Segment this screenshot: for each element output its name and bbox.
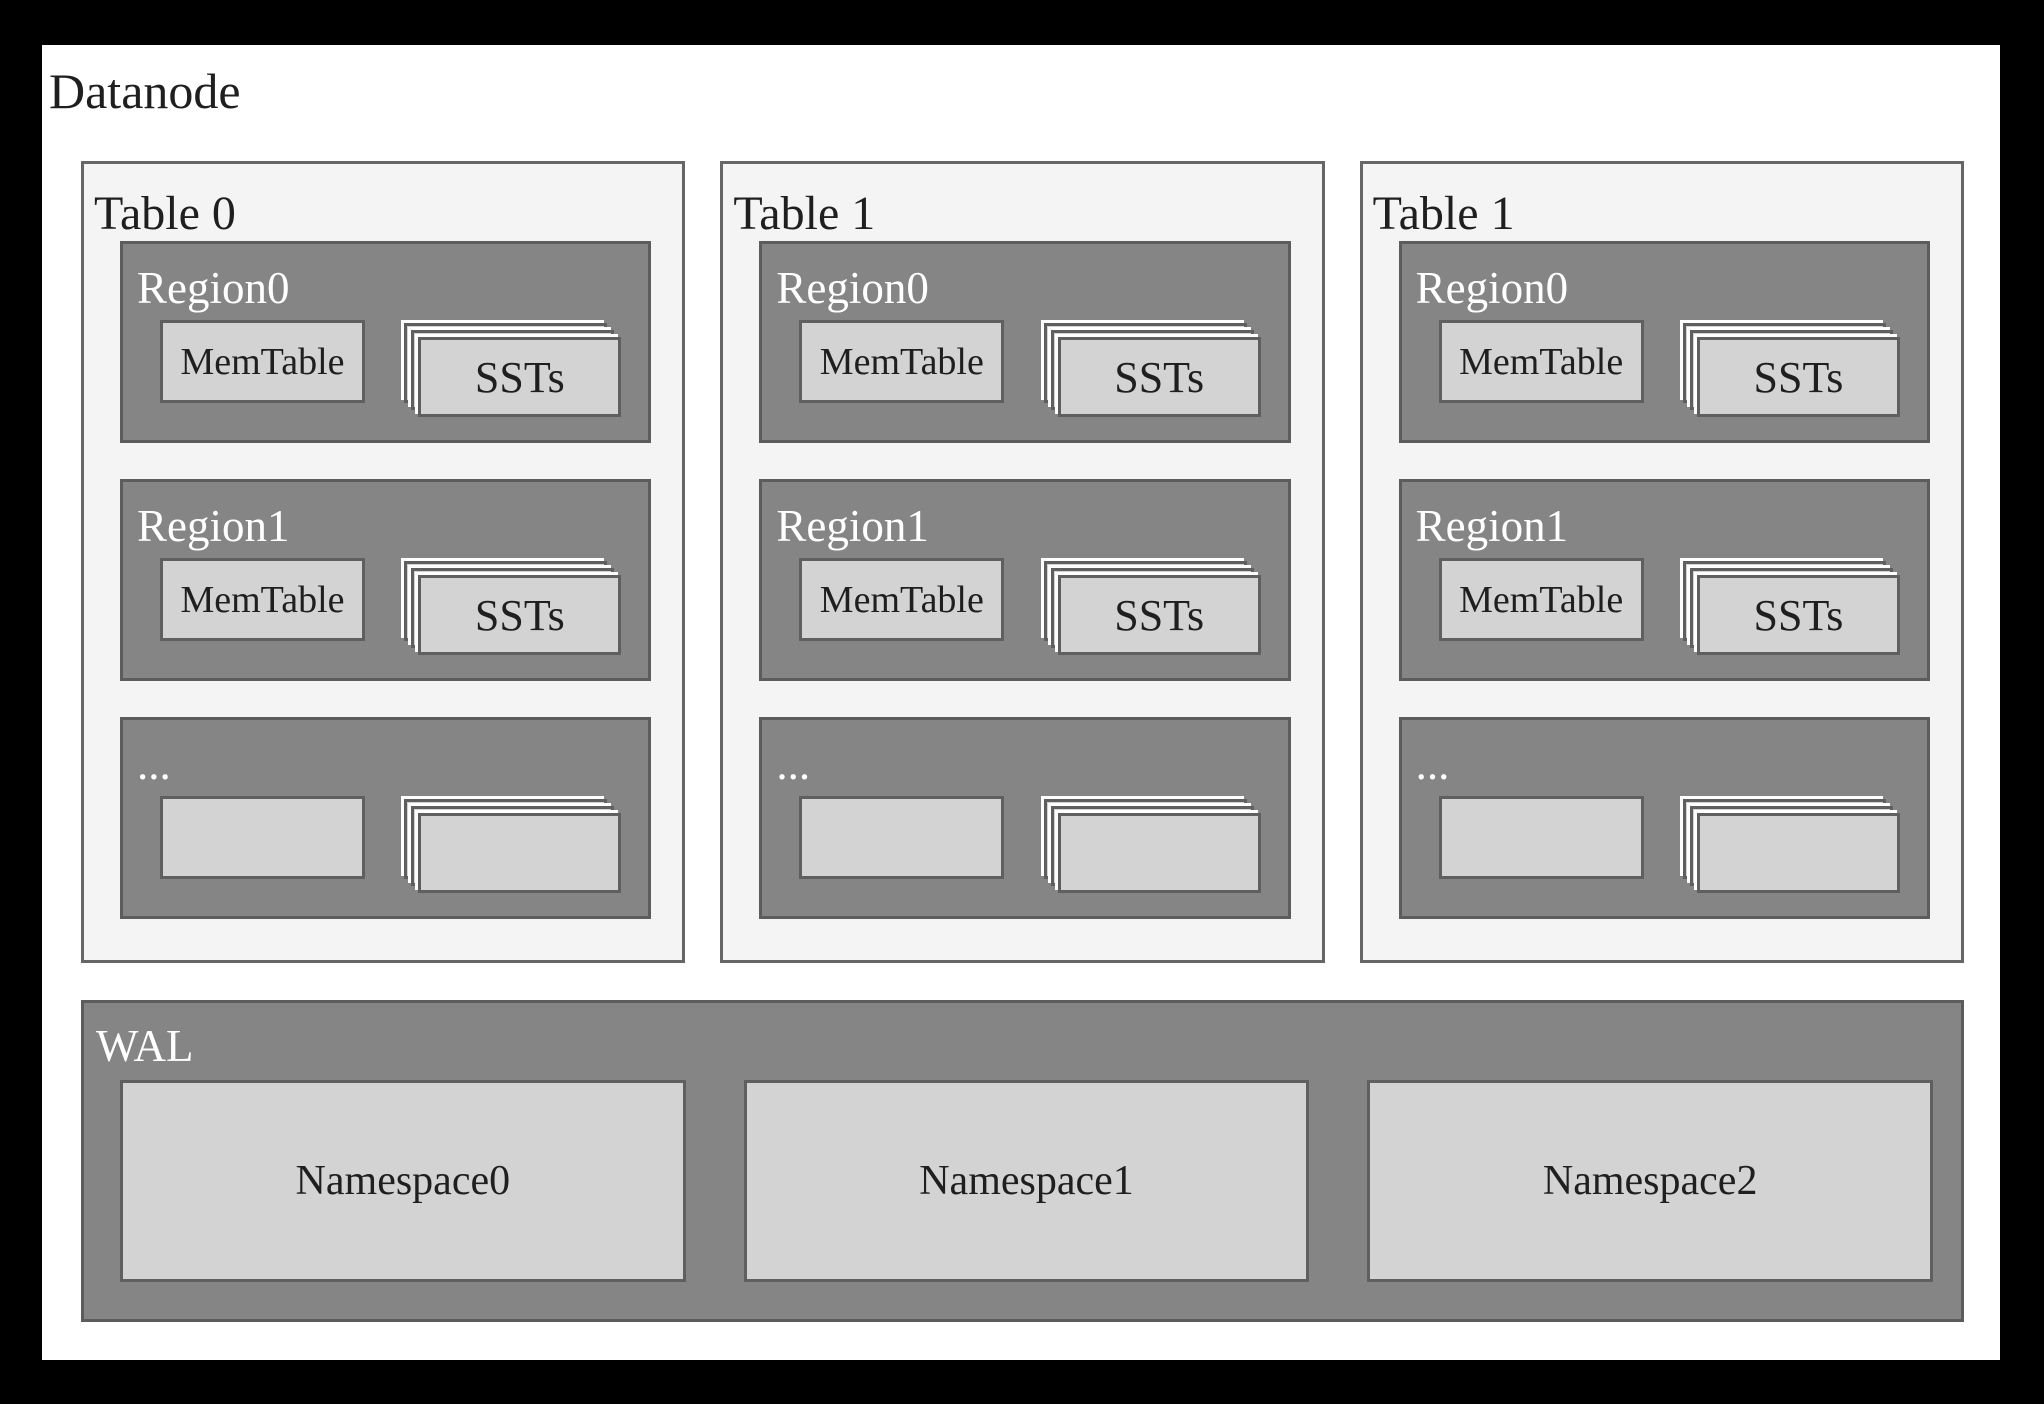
ssts-front-box: SSTs — [1696, 337, 1900, 417]
ssts-front-box — [418, 813, 622, 893]
memtable-box: MemTable — [1438, 320, 1644, 403]
ssts-label: SSTs — [474, 352, 565, 402]
ssts-stack: SSTs — [1043, 323, 1261, 417]
ssts-stack: SSTs — [1682, 323, 1900, 417]
memtable-label: MemTable — [180, 578, 345, 621]
namespace-label: Namespace1 — [919, 1158, 1134, 1204]
table-card-1: Table 1 Region0 MemTable SSTs — [720, 161, 1325, 963]
region: Region1 MemTable SSTs — [1398, 479, 1930, 681]
namespace-label: Namespace2 — [1542, 1158, 1758, 1204]
table-card-0: Table 0 Region0 MemTable SSTs — [81, 161, 686, 963]
namespace-box: Namespace1 — [743, 1080, 1310, 1282]
region-label: Region0 — [776, 263, 929, 313]
namespace-box: Namespace0 — [120, 1080, 686, 1282]
ssts-front-box: SSTs — [418, 575, 622, 655]
memtable-label: MemTable — [180, 340, 345, 383]
region-label: Region0 — [137, 263, 290, 313]
region-label: ... — [776, 739, 811, 789]
ssts-stack — [1043, 799, 1261, 893]
region-label: Region0 — [1415, 263, 1569, 313]
ssts-front-box: SSTs — [1057, 575, 1261, 655]
memtable-box: MemTable — [160, 558, 365, 641]
region: Region1 MemTable SSTs — [120, 479, 652, 681]
region-label: Region1 — [1415, 501, 1569, 551]
memtable-box: MemTable — [799, 320, 1005, 403]
ssts-stack — [1682, 799, 1900, 893]
region-label: Region1 — [137, 501, 290, 551]
ssts-front-box: SSTs — [1057, 337, 1261, 417]
regions-list: Region0 MemTable SSTs R — [120, 241, 652, 919]
memtable-label: MemTable — [1459, 340, 1624, 383]
namespaces-row: Namespace0 Namespace1 Namespace2 — [120, 1080, 1934, 1282]
ssts-label: SSTs — [1753, 590, 1844, 640]
ssts-stack — [404, 799, 622, 893]
ssts-label: SSTs — [1114, 590, 1205, 640]
region-label: Region1 — [776, 501, 929, 551]
ssts-stack: SSTs — [1682, 561, 1900, 655]
region-label: ... — [1415, 739, 1450, 789]
ssts-stack: SSTs — [404, 323, 622, 417]
memtable-box — [1438, 796, 1644, 879]
memtable-box: MemTable — [799, 558, 1005, 641]
ssts-front-box: SSTs — [418, 337, 622, 417]
wal-panel: WAL Namespace0 Namespace1 Namespace2 — [81, 1000, 1964, 1322]
regions-list: Region0 MemTable SSTs R — [759, 241, 1291, 919]
memtable-label: MemTable — [819, 340, 984, 383]
datanode-canvas: Datanode Table 0 Region0 MemTable — [42, 45, 2000, 1360]
ssts-front-box — [1057, 813, 1261, 893]
region-label: ... — [137, 739, 171, 789]
namespace-label: Namespace0 — [295, 1158, 511, 1204]
memtable-box: MemTable — [1438, 558, 1644, 641]
memtable-label: MemTable — [1459, 578, 1624, 621]
memtable-box: MemTable — [160, 320, 365, 403]
region: Region0 MemTable SSTs — [1398, 241, 1930, 443]
ssts-label: SSTs — [474, 590, 565, 640]
table-card-2: Table 1 Region0 MemTable SSTs — [1359, 161, 1964, 963]
region: Region1 MemTable SSTs — [759, 479, 1291, 681]
wal-label: WAL — [96, 1021, 194, 1071]
memtable-box — [160, 796, 365, 879]
table-label: Table 0 — [94, 187, 236, 240]
page-title: Datanode — [49, 63, 241, 119]
table-label: Table 1 — [733, 187, 876, 240]
namespace-box: Namespace2 — [1367, 1080, 1934, 1282]
region-ellipsis: ... — [759, 717, 1291, 919]
ssts-stack: SSTs — [1043, 561, 1261, 655]
tables-row: Table 0 Region0 MemTable SSTs — [81, 161, 1964, 963]
region: Region0 MemTable SSTs — [120, 241, 652, 443]
table-label: Table 1 — [1372, 187, 1515, 240]
ssts-front-box: SSTs — [1696, 575, 1900, 655]
region-ellipsis: ... — [120, 717, 652, 919]
region: Region0 MemTable SSTs — [759, 241, 1291, 443]
memtable-box — [799, 796, 1005, 879]
ssts-stack: SSTs — [404, 561, 622, 655]
ssts-label: SSTs — [1753, 352, 1844, 402]
ssts-front-box — [1696, 813, 1900, 893]
region-ellipsis: ... — [1398, 717, 1930, 919]
memtable-label: MemTable — [819, 578, 984, 621]
regions-list: Region0 MemTable SSTs R — [1398, 241, 1930, 919]
ssts-label: SSTs — [1114, 352, 1205, 402]
